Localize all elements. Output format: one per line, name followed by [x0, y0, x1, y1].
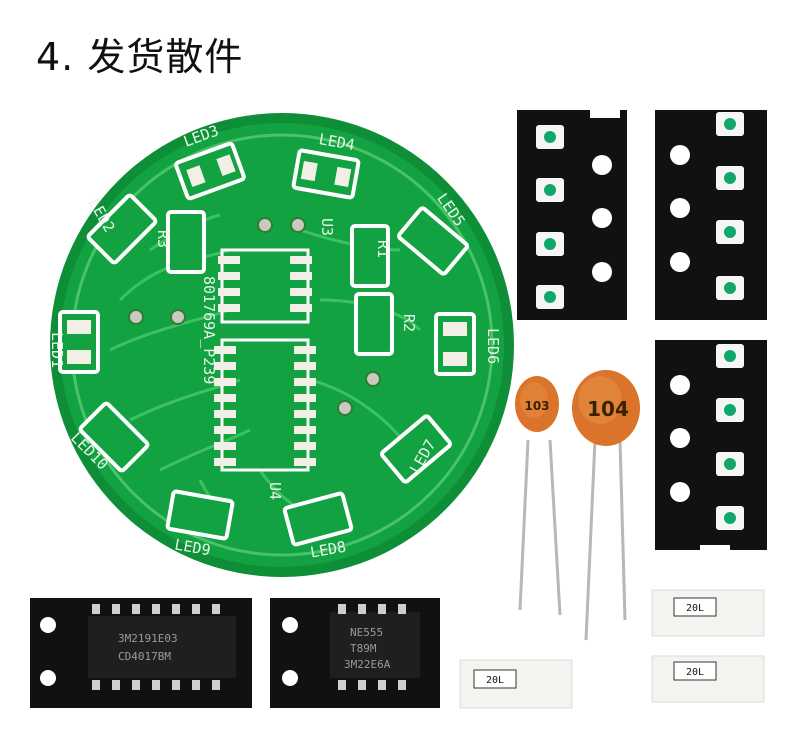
led-tape-1 [517, 108, 627, 320]
cd4017-code-2: CD4017BM [118, 650, 171, 663]
smd-resistor-1-label: 20L [486, 675, 504, 686]
u3-label: U3 [318, 218, 336, 236]
led1-label: LED1 [48, 332, 66, 368]
r1-label: R1 [374, 240, 392, 258]
led4-label: LED4 [317, 130, 356, 154]
capacitor-104: 104 [572, 370, 640, 641]
capacitor-103: 103 [515, 376, 562, 616]
led9-label: LED9 [173, 535, 212, 559]
smd-resistor-strip-2: 20L [651, 589, 765, 637]
led-tape-2 [655, 110, 767, 320]
r3-label: R3 [154, 230, 172, 248]
ne555-code-2: T89M [350, 642, 377, 655]
ne555-code-1: NE555 [350, 626, 383, 639]
circular-pcb: LED3 LED4 LED2 LED5 LED1 LED6 LED10 LED7… [48, 113, 514, 577]
led6-label: LED6 [484, 328, 502, 364]
r2-label: R2 [400, 314, 418, 332]
ic-tape-cd4017: 3M2191E03 CD4017BM [30, 598, 252, 708]
page-title: 4. 发货散件 [36, 35, 244, 79]
ic-tape-ne555: NE555 T89M 3M22E6A [270, 598, 440, 708]
ic-footprints [214, 248, 316, 472]
cd4017-code-1: 3M2191E03 [118, 632, 178, 645]
capacitor-104-label: 104 [587, 397, 629, 421]
smd-resistor-strip-1: 20L [459, 659, 573, 709]
smd-resistor-3-label: 20L [686, 667, 704, 678]
smd-resistor-2-label: 20L [686, 603, 704, 614]
capacitor-103-label: 103 [524, 399, 549, 413]
smd-resistor-strip-3: 20L [651, 655, 765, 703]
led-tape-3 [655, 340, 767, 553]
pcb-id-label: 801769A_P239 [200, 276, 218, 384]
ne555-code-3: 3M22E6A [344, 658, 391, 671]
led8-label: LED8 [309, 538, 348, 562]
u4-label: U4 [266, 482, 284, 500]
